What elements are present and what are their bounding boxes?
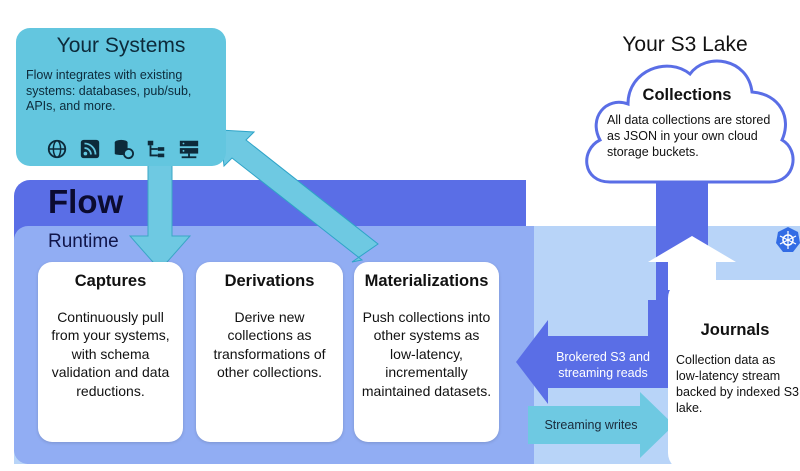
journals-body: Collection data as low-latency stream ba… [676, 353, 800, 415]
captures-body: Continuously pull from your systems, wit… [51, 309, 170, 399]
collections-title: Collections [642, 86, 732, 104]
collections-cloud [585, 59, 795, 184]
journals-box [668, 280, 800, 471]
flow-title: Flow [48, 183, 124, 220]
derivations-card: Derivations Derive new collections as tr… [196, 262, 343, 442]
brokered-reads-label: Brokered S3 and streaming reads [556, 350, 650, 381]
derivations-body: Derive new collections as transformation… [213, 309, 326, 381]
capture-arrow [128, 157, 192, 271]
server-icon [179, 140, 199, 159]
tree-hierarchy-icon [147, 140, 165, 158]
globe-icon [47, 139, 67, 159]
captures-card: Captures Continuously pull from your sys… [38, 262, 183, 442]
materializations-body: Push collections into other systems as l… [361, 309, 492, 399]
streaming-writes-arrow [528, 392, 674, 458]
system-icons [46, 136, 216, 162]
brokered-reads-arrow [516, 300, 668, 404]
kubernetes-icon [776, 227, 800, 252]
your-systems-description: Flow integrates with existing systems: d… [26, 68, 192, 114]
materializations-title: Materializations [364, 272, 489, 290]
materializations-card: Materializations Push collections into o… [354, 262, 499, 442]
collections-body: All data collections are stored as JSON … [607, 113, 771, 159]
derivations-title: Derivations [224, 272, 315, 290]
runtime-label: Runtime [48, 231, 119, 252]
rss-feed-icon [80, 139, 100, 159]
database-sync-icon [114, 139, 134, 160]
s3-lake-title: Your S3 Lake [622, 33, 748, 56]
your-systems-title: Your Systems [56, 34, 186, 57]
your-systems-box: Your Systems Flow integrates with existi… [16, 28, 226, 166]
captures-title: Captures [74, 272, 147, 290]
materialize-arrow [219, 129, 379, 263]
streaming-writes-label: Streaming writes [544, 418, 638, 432]
journals-title: Journals [700, 321, 770, 339]
